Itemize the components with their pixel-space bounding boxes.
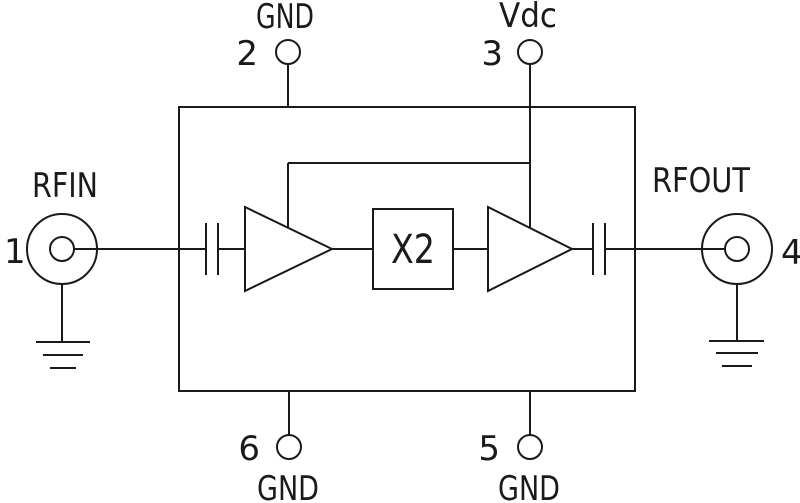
pin-6-number-label: 6 [238,429,260,469]
pin-5-number-label: 5 [478,429,500,469]
pin-2-name-label: GND [256,0,314,37]
pin-3-number-label: 3 [481,34,503,74]
pin-5-terminal [517,434,543,460]
rfout-connector-inner [724,236,750,262]
pin-2-number-label: 2 [236,34,258,74]
pin-3-name-label: Vdc [499,0,557,36]
rfout-ground-icon [709,284,764,367]
multiplier-label: X2 [391,227,435,273]
amplifier-1-symbol [244,205,335,293]
pin-3-terminal [517,39,543,65]
rfout-label: RFOUT [652,161,750,201]
amplifier-2-symbol [487,205,575,293]
pin-4-number-label: 4 [781,233,800,273]
pin-5-name-label: GND [498,469,560,503]
rfin-ground-icon [36,284,90,369]
pin-6-name-label: GND [257,469,319,503]
pin-2-terminal [275,39,301,65]
rfin-connector-inner [49,236,75,262]
rfin-label: RFIN [32,166,98,206]
pin-6-terminal [276,434,302,460]
pin-1-number-label: 1 [4,232,26,272]
